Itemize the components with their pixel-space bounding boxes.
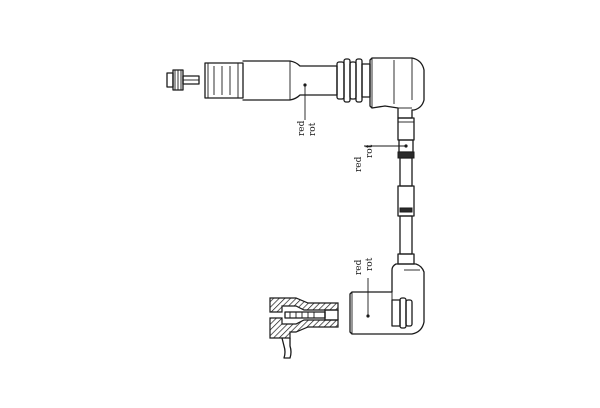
top-seal-ribs [336, 58, 371, 103]
label-bottom: red rot [354, 257, 375, 275]
top-boot-straight [204, 60, 338, 101]
label-middle-de: rot [365, 144, 375, 158]
label-middle-en: red [354, 156, 364, 172]
label-bottom-en: red [354, 259, 364, 275]
top-terminal [166, 69, 200, 91]
bottom-plug-terminal [269, 297, 339, 359]
label-top-de: rot [308, 122, 318, 136]
label-top: red rot [297, 120, 318, 136]
label-top-en: red [297, 120, 307, 136]
label-middle: red rot [354, 144, 375, 172]
label-leaders [303, 83, 408, 318]
bottom-elbow-boot [349, 263, 425, 335]
label-bottom-de: rot [365, 257, 375, 271]
top-elbow-boot [369, 57, 425, 119]
vertical-lead [397, 117, 415, 265]
